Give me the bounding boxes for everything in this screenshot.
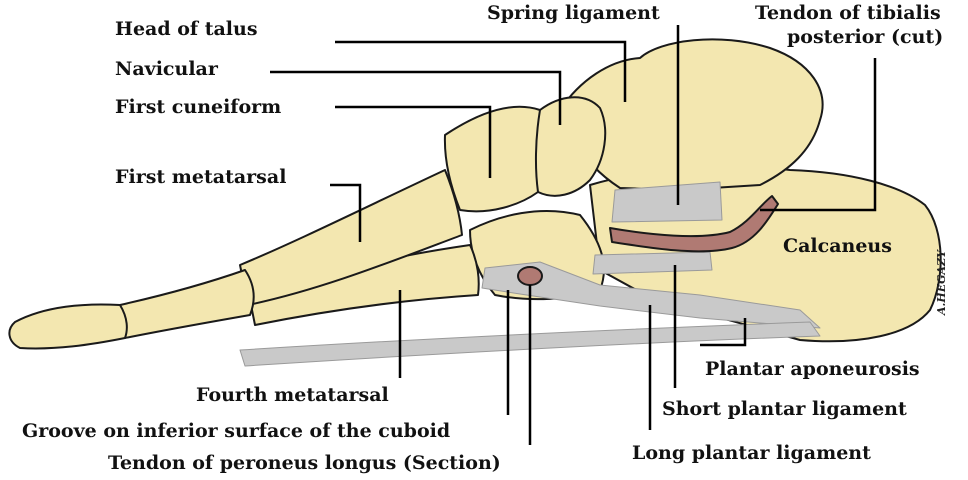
label-calcaneus: Calcaneus [783, 235, 892, 257]
leader-head-of-talus [335, 40, 627, 102]
leader-lines [270, 25, 877, 445]
spring-ligament-band [611, 181, 723, 223]
leader-tendon-tibialis [760, 58, 877, 212]
tibialis-posterior-tendon [609, 195, 779, 253]
label-long-plantar-ligament: Long plantar ligament [632, 442, 871, 464]
label-fourth-metatarsal: Fourth metatarsal [196, 384, 389, 406]
first-cuneiform-bone [443, 105, 541, 213]
leader-navicular [270, 70, 562, 125]
label-plantar-aponeurosis: Plantar aponeurosis [705, 358, 920, 380]
label-groove-cuboid: Groove on inferior surface of the cuboid [22, 420, 451, 442]
leader-first-metatarsal [330, 183, 362, 242]
short-plantar-ligament-band [592, 251, 713, 275]
leader-plantar-aponeurosis [700, 318, 747, 347]
label-short-plantar-ligament: Short plantar ligament [662, 398, 907, 420]
proximal-phalanx-bone [119, 269, 255, 339]
first-metatarsal-bone [239, 169, 463, 306]
label-tendon-peroneus: Tendon of peroneus longus (Section) [108, 452, 501, 474]
leader-first-cuneiform [335, 105, 492, 178]
label-first-cuneiform: First cuneiform [115, 96, 282, 118]
label-navicular: Navicular [115, 58, 218, 80]
label-tendon-tibialis-line2: posterior (cut) [787, 26, 944, 48]
label-head-of-talus: Head of talus [115, 18, 258, 40]
label-first-metatarsal: First metatarsal [115, 166, 287, 188]
label-spring-ligament: Spring ligament [487, 2, 660, 24]
label-tendon-tibialis-line1: Tendon of tibialis [755, 2, 941, 24]
distal-phalanx-bone [8, 303, 128, 350]
author-signature: A.HEGAZY [935, 250, 948, 315]
peroneus-longus-tendon-section [517, 266, 543, 286]
navicular-bone [529, 96, 607, 197]
